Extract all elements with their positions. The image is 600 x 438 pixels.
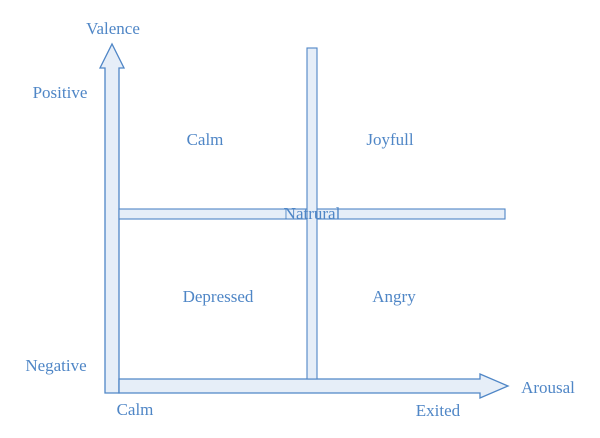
- x-axis-high-label: Exited: [416, 401, 461, 420]
- quadrant-label-bottom-right: Angry: [372, 287, 416, 306]
- quadrant-label-top-left: Calm: [187, 130, 224, 149]
- x-axis-low-label: Calm: [117, 400, 154, 419]
- quadrant-label-bottom-left: Depressed: [183, 287, 254, 306]
- y-axis-low-label: Negative: [25, 356, 86, 375]
- y-axis-title: Valence: [86, 19, 140, 38]
- y-axis-high-label: Positive: [33, 83, 88, 102]
- quadrant-label-top-right: Joyfull: [366, 130, 414, 149]
- x-axis-title: Arousal: [521, 378, 575, 397]
- vertical-divider: [306, 47, 318, 380]
- center-label: Natrural: [284, 204, 341, 223]
- arousal-axis-arrow: [118, 373, 510, 399]
- valence-axis-arrow: [98, 42, 126, 394]
